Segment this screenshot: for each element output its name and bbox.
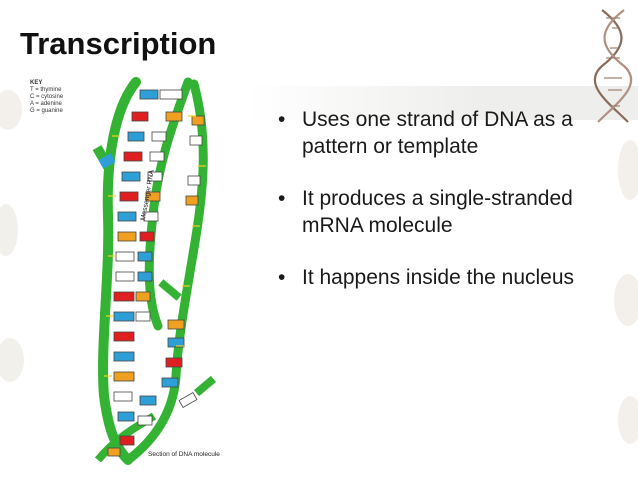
- dna-transcription-diagram: [92, 77, 216, 465]
- diagram-caption: Section of DNA molecule: [148, 451, 220, 458]
- dna-helix-icon: [593, 9, 633, 123]
- bullet-text: It happens inside the nucleus: [302, 266, 575, 289]
- dna-backbone-left: [98, 77, 141, 465]
- base-key-legend: KEY T = thymine C = cytosine A = adenine…: [30, 80, 63, 115]
- slide-title: Transcription: [20, 26, 217, 61]
- bullet-item: • It happens inside the nucleus: [276, 264, 616, 291]
- dna-backbone-right: [123, 79, 208, 465]
- bullet-item: • It produces a single-stranded mRNA mole…: [276, 185, 616, 239]
- key-item-guanine: G = guanine: [30, 108, 63, 114]
- bullet-dot-icon: •: [278, 108, 286, 131]
- key-item-thymine: T = thymine: [30, 87, 62, 93]
- bullet-text: It produces a single-stranded mRNA molec…: [302, 187, 573, 237]
- key-title: KEY: [30, 80, 43, 86]
- key-item-cytosine: C = cytosine: [30, 94, 64, 100]
- header-band: [248, 86, 638, 120]
- bullet-list: • Uses one strand of DNA as a pattern or …: [276, 106, 616, 316]
- bullet-dot-icon: •: [278, 266, 286, 289]
- bullet-item: • Uses one strand of DNA as a pattern or …: [276, 106, 616, 160]
- bullet-text: Uses one strand of DNA as a pattern or t…: [302, 108, 573, 158]
- key-item-adenine: A = adenine: [30, 101, 62, 107]
- bullet-dot-icon: •: [278, 187, 286, 210]
